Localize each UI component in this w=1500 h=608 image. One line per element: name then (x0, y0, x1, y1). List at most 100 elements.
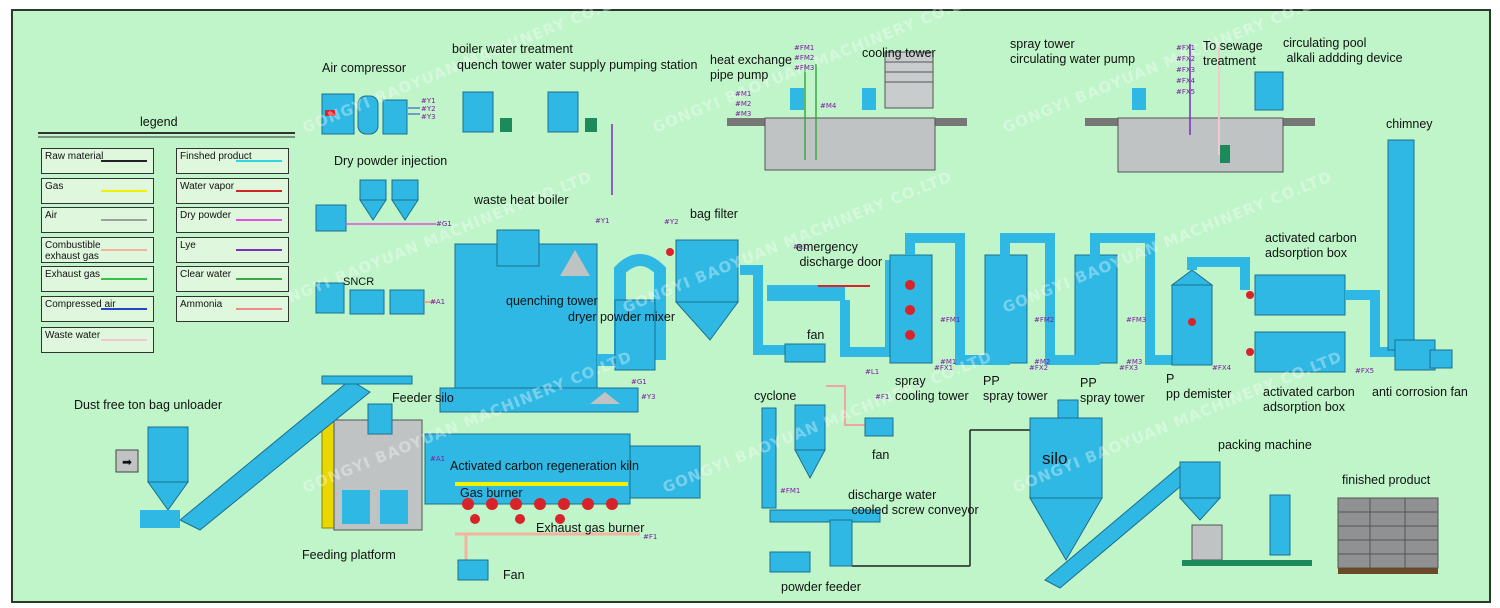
legend-item-swatch (236, 308, 282, 310)
tag-a1: #A1 (430, 298, 446, 306)
tag-m3-spray: #M3 (1126, 358, 1143, 366)
legend-item: Gas (41, 178, 154, 204)
tag-l1-spray: #L1 (865, 368, 880, 376)
tag-fx5: #FX5 (1355, 367, 1375, 375)
legend-item-swatch (236, 249, 282, 251)
legend-item-swatch (101, 219, 147, 221)
legend-item-label: Exhaust gas (45, 269, 101, 280)
label-pp-demister: P pp demister (1166, 372, 1232, 401)
legend-title: legend (140, 115, 178, 129)
tag-m2: #M2 (735, 100, 752, 108)
powder-feeder (769, 429, 1040, 573)
duct-tower3-demister (1090, 233, 1190, 365)
duct-tower1-2 (905, 233, 1010, 365)
tag-fx2-top: #FX2 (1176, 55, 1196, 63)
legend-item-label: Air (45, 210, 58, 221)
legend-item-label: Finshed product (180, 151, 252, 162)
quenching-tower (439, 229, 639, 413)
label-cyclone: cyclone (754, 389, 797, 403)
legend-item: Water vapor (176, 178, 289, 204)
label-feeder-silo: Feeder silo (392, 391, 454, 405)
legend-item-swatch (101, 339, 147, 341)
incline-conveyor (179, 375, 413, 531)
legend-item: Raw material (41, 148, 154, 174)
cooling-tower-pit (727, 51, 967, 171)
tag-m3: #M3 (735, 110, 752, 118)
label-exhaust-gas-burner: Exhaust gas burner (536, 521, 645, 535)
tag-y3: #Y3 (421, 113, 436, 121)
legend-item: Ammonia (176, 296, 289, 322)
label-packing-machine: packing machine (1218, 438, 1312, 452)
cyclone (761, 385, 894, 509)
tag-fx4-top: #FX4 (1176, 77, 1196, 85)
tag-fx1-top: #FX1 (1176, 44, 1196, 52)
label-emergency-door: emergency discharge door (796, 240, 883, 269)
legend-item-label: Waste water (45, 330, 101, 341)
sncr-unit (315, 282, 436, 315)
legend-item-label: Lye (180, 240, 196, 251)
tag-m2-spray: #M2 (1034, 358, 1051, 366)
packing-machine (1178, 461, 1312, 566)
chimney (1387, 139, 1415, 351)
label-quench-pump-station: quench tower water supply pumping statio… (457, 58, 698, 72)
label-bag-filter: bag filter (690, 207, 738, 221)
label-spray-cooling-tower: spray cooling tower (895, 374, 969, 403)
label-feeding-platform: Feeding platform (302, 548, 396, 562)
label-fan-bottom: Fan (503, 568, 525, 582)
label-fan-cyclone: fan (872, 448, 890, 462)
activated-carbon-box-bottom (1246, 331, 1346, 373)
duct-to-fan (1345, 290, 1395, 357)
regeneration-kiln (424, 433, 701, 581)
label-fan-mid: fan (807, 328, 825, 342)
label-finished-product: finished product (1342, 473, 1431, 487)
tag-l1: #L1 (793, 243, 808, 251)
legend-item: Waste water (41, 327, 154, 353)
legend-item: Combustible exhaust gas (41, 237, 154, 263)
tag-m4: #M4 (820, 102, 837, 110)
tag-m1: #M1 (735, 90, 752, 98)
tag-y2-bagfilter: #Y2 (664, 218, 679, 226)
tag-y2: #Y2 (421, 105, 436, 113)
dust-free-ton-bag-unloader: ➡ (115, 426, 189, 528)
tag-fm2-top: #FM2 (794, 54, 815, 62)
legend-item-swatch (236, 278, 282, 280)
legend-item-label: Water vapor (180, 181, 235, 192)
anti-corrosion-fan (1394, 339, 1453, 371)
label-waste-heat-boiler: waste heat boiler (474, 193, 569, 207)
dry-powder-injection-unit (315, 179, 436, 232)
legend-item: Finshed product (176, 148, 289, 174)
duct-tower2-3 (1000, 233, 1100, 365)
legend-item-label: Clear water (180, 269, 232, 280)
legend-item-swatch (101, 308, 147, 310)
tag-fx3: #FX3 (1119, 364, 1139, 372)
feeding-platform (321, 403, 423, 531)
label-activated-carbon-top: activated carbon adsorption box (1265, 231, 1357, 260)
legend-item-label: Gas (45, 181, 64, 192)
label-pp-spray-tower-2: PP spray tower (1080, 376, 1145, 405)
dryer-duct (597, 254, 666, 371)
legend-item-swatch (236, 219, 282, 221)
label-anti-corrosion-fan: anti corrosion fan (1372, 385, 1468, 399)
legend-item-swatch (101, 278, 147, 280)
label-to-sewage: To sewage treatment (1203, 39, 1263, 68)
tag-fm3: #FM3 (1126, 316, 1147, 324)
label-regeneration-kiln: Activated carbon regeneration kiln (450, 459, 640, 473)
tag-g1: #G1 (436, 220, 452, 228)
label-spray-tower-pump: spray tower circulating water pump (1010, 37, 1136, 66)
label-chimney: chimney (1386, 117, 1433, 131)
tag-y1-boiler: #Y1 (595, 217, 610, 225)
tag-fx3-top: #FX3 (1176, 66, 1196, 74)
legend-item: Lye (176, 237, 289, 263)
tag-fx2: #FX2 (1029, 364, 1049, 372)
tag-fx5-top: #FX5 (1176, 88, 1196, 96)
spray-cooling-tower (889, 254, 933, 364)
label-boiler-water-treatment: boiler water treatment (452, 42, 573, 56)
label-quenching-tower: quenching tower (506, 294, 598, 308)
legend-item-swatch (101, 249, 147, 251)
tag-fm1-top: #FM1 (794, 44, 815, 52)
tag-fm1: #FM1 (940, 316, 961, 324)
label-gas-burner: Gas burner (460, 486, 523, 500)
tag-fm2: #FM2 (1034, 316, 1055, 324)
